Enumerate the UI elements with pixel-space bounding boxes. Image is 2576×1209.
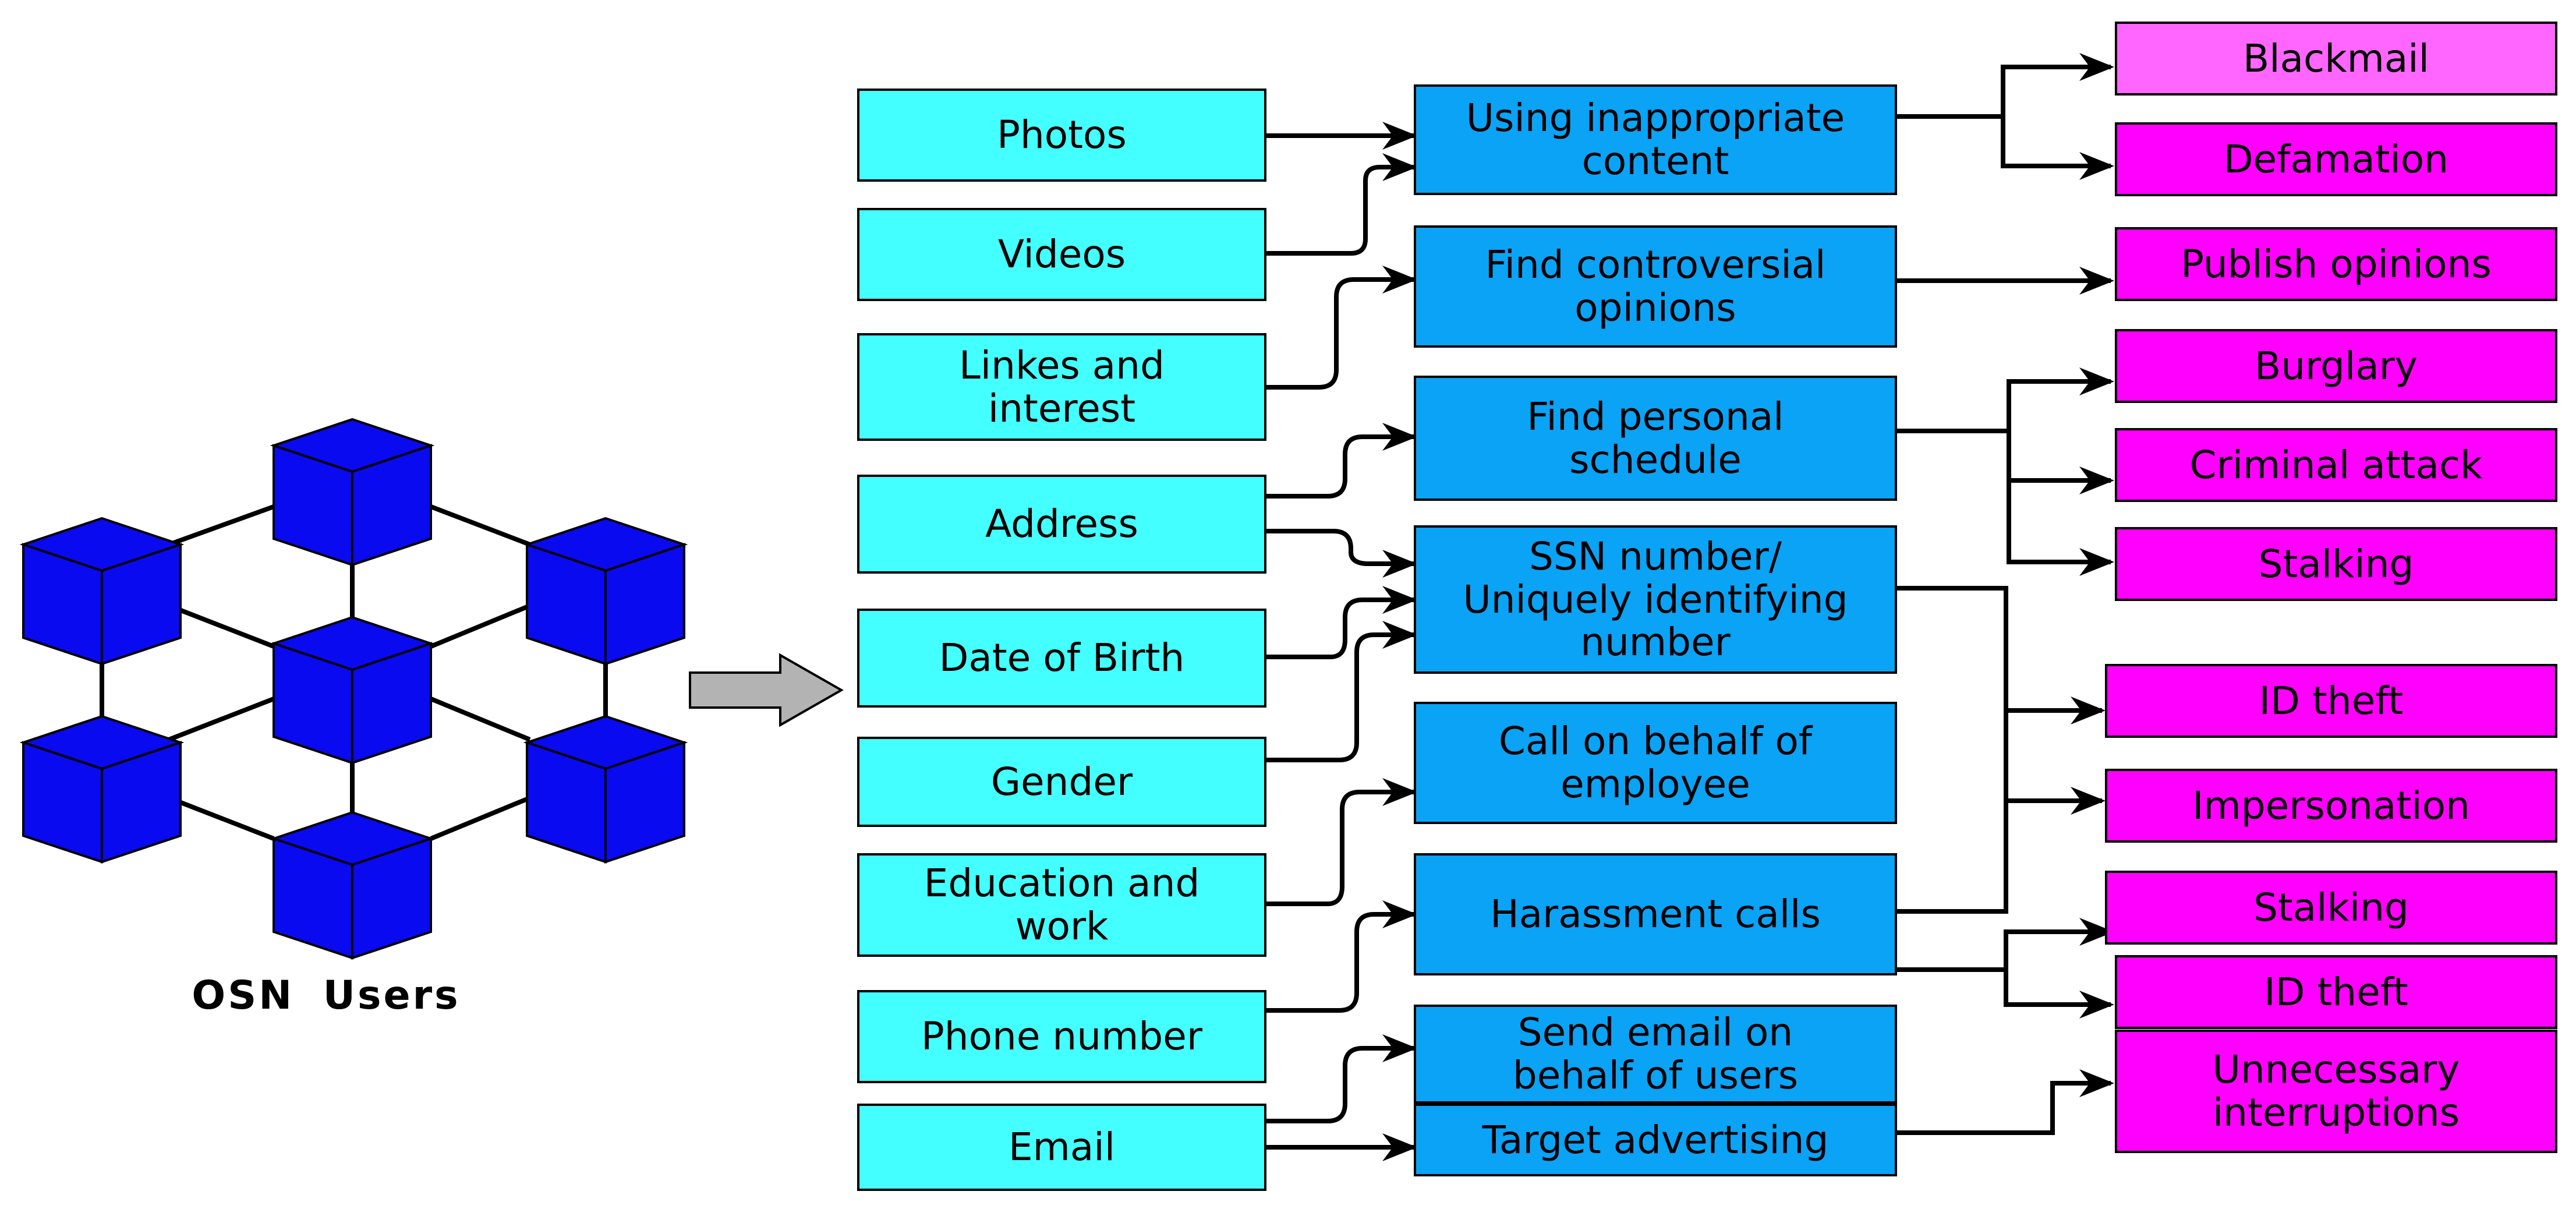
process-box-inappropriate: Using inappropriate content	[1414, 84, 1897, 195]
input-box-videos-label: Videos	[997, 232, 1126, 277]
outcome-box-idtheft1-label: ID theft	[2259, 678, 2404, 723]
process-box-send_email-label: Send email on behalf of users	[1512, 1010, 1799, 1098]
user-cube-icon	[19, 715, 185, 864]
outcome-box-blackmail: Blackmail	[2115, 22, 2557, 96]
input-box-dob: Date of Birth	[857, 609, 1266, 708]
process-box-schedule: Find personal schedule	[1414, 376, 1897, 501]
outcome-box-defamation: Defamation	[2115, 122, 2557, 196]
process-box-controversial: Find controversial opinions	[1414, 225, 1897, 348]
process-box-schedule-label: Find personal schedule	[1527, 394, 1784, 482]
outcome-box-idtheft1: ID theft	[2105, 664, 2557, 738]
outcome-box-burglary: Burglary	[2115, 329, 2557, 403]
outcome-box-defamation-label: Defamation	[2223, 136, 2449, 182]
transition-arrow	[689, 653, 844, 727]
outcome-connectors	[1897, 53, 2114, 1135]
process-box-target_ads: Target advertising	[1414, 1104, 1897, 1176]
process-box-harassment: Harassment calls	[1414, 853, 1897, 975]
input-box-likes-label: Linkes and interest	[959, 342, 1165, 431]
input-box-phone: Phone number	[857, 990, 1266, 1083]
input-box-email-label: Email	[1008, 1125, 1116, 1170]
user-cube-icon	[523, 517, 688, 666]
input-box-address: Address	[857, 475, 1266, 574]
process-box-call_employee: Call on behalf of employee	[1414, 702, 1897, 824]
outcome-box-publish-label: Publish opinions	[2181, 241, 2492, 287]
process-box-ssn-label: SSN number/ Uniquely identifying number	[1463, 533, 1848, 665]
outcome-box-criminal-label: Criminal attack	[2189, 442, 2483, 487]
process-box-harassment-label: Harassment calls	[1490, 892, 1821, 937]
user-cube-icon	[270, 616, 435, 765]
outcome-box-blackmail-label: Blackmail	[2243, 36, 2429, 81]
outcome-box-stalking1: Stalking	[2115, 527, 2557, 601]
process-box-target_ads-label: Target advertising	[1482, 1117, 1829, 1162]
outcome-box-stalking1-label: Stalking	[2258, 541, 2414, 586]
outcome-box-idtheft2: ID theft	[2115, 955, 2557, 1029]
input-box-photos-label: Photos	[997, 112, 1127, 158]
outcome-box-publish: Publish opinions	[2115, 227, 2557, 301]
outcome-box-interruptions-label: Unnecessary interruptions	[2212, 1047, 2460, 1135]
osn-users-label: OSN Users	[192, 973, 461, 1019]
input-box-likes: Linkes and interest	[857, 333, 1266, 441]
input-box-phone-label: Phone number	[921, 1014, 1202, 1059]
outcome-box-criminal: Criminal attack	[2115, 428, 2557, 502]
outcome-box-impersonation-label: Impersonation	[2192, 783, 2470, 828]
process-box-controversial-label: Find controversial opinions	[1485, 242, 1826, 330]
input-box-dob-label: Date of Birth	[939, 635, 1185, 681]
input-connectors	[1266, 122, 1417, 1161]
user-cube-icon	[270, 418, 435, 567]
user-cube-icon	[523, 715, 688, 864]
outcome-box-stalking2: Stalking	[2105, 871, 2557, 945]
process-box-inappropriate-label: Using inappropriate content	[1466, 96, 1845, 183]
input-box-education: Education and work	[857, 853, 1266, 957]
outcome-box-idtheft2-label: ID theft	[2264, 969, 2408, 1014]
outcome-box-stalking2-label: Stalking	[2253, 885, 2409, 930]
user-cube-icon	[19, 517, 185, 666]
outcome-box-impersonation: Impersonation	[2105, 769, 2557, 843]
process-box-send_email: Send email on behalf of users	[1414, 1005, 1897, 1104]
input-box-gender: Gender	[857, 737, 1266, 827]
outcome-box-interruptions: Unnecessary interruptions	[2115, 1030, 2557, 1153]
input-box-email: Email	[857, 1104, 1266, 1191]
input-box-education-label: Education and work	[923, 861, 1200, 949]
user-cube-icon	[270, 811, 435, 960]
user-cubes	[19, 418, 688, 960]
process-box-ssn: SSN number/ Uniquely identifying number	[1414, 525, 1897, 674]
input-box-address-label: Address	[985, 501, 1138, 547]
outcome-box-burglary-label: Burglary	[2255, 343, 2418, 388]
process-box-call_employee-label: Call on behalf of employee	[1498, 719, 1813, 807]
input-box-videos: Videos	[857, 208, 1266, 301]
input-box-photos: Photos	[857, 89, 1266, 182]
input-box-gender-label: Gender	[990, 759, 1133, 804]
